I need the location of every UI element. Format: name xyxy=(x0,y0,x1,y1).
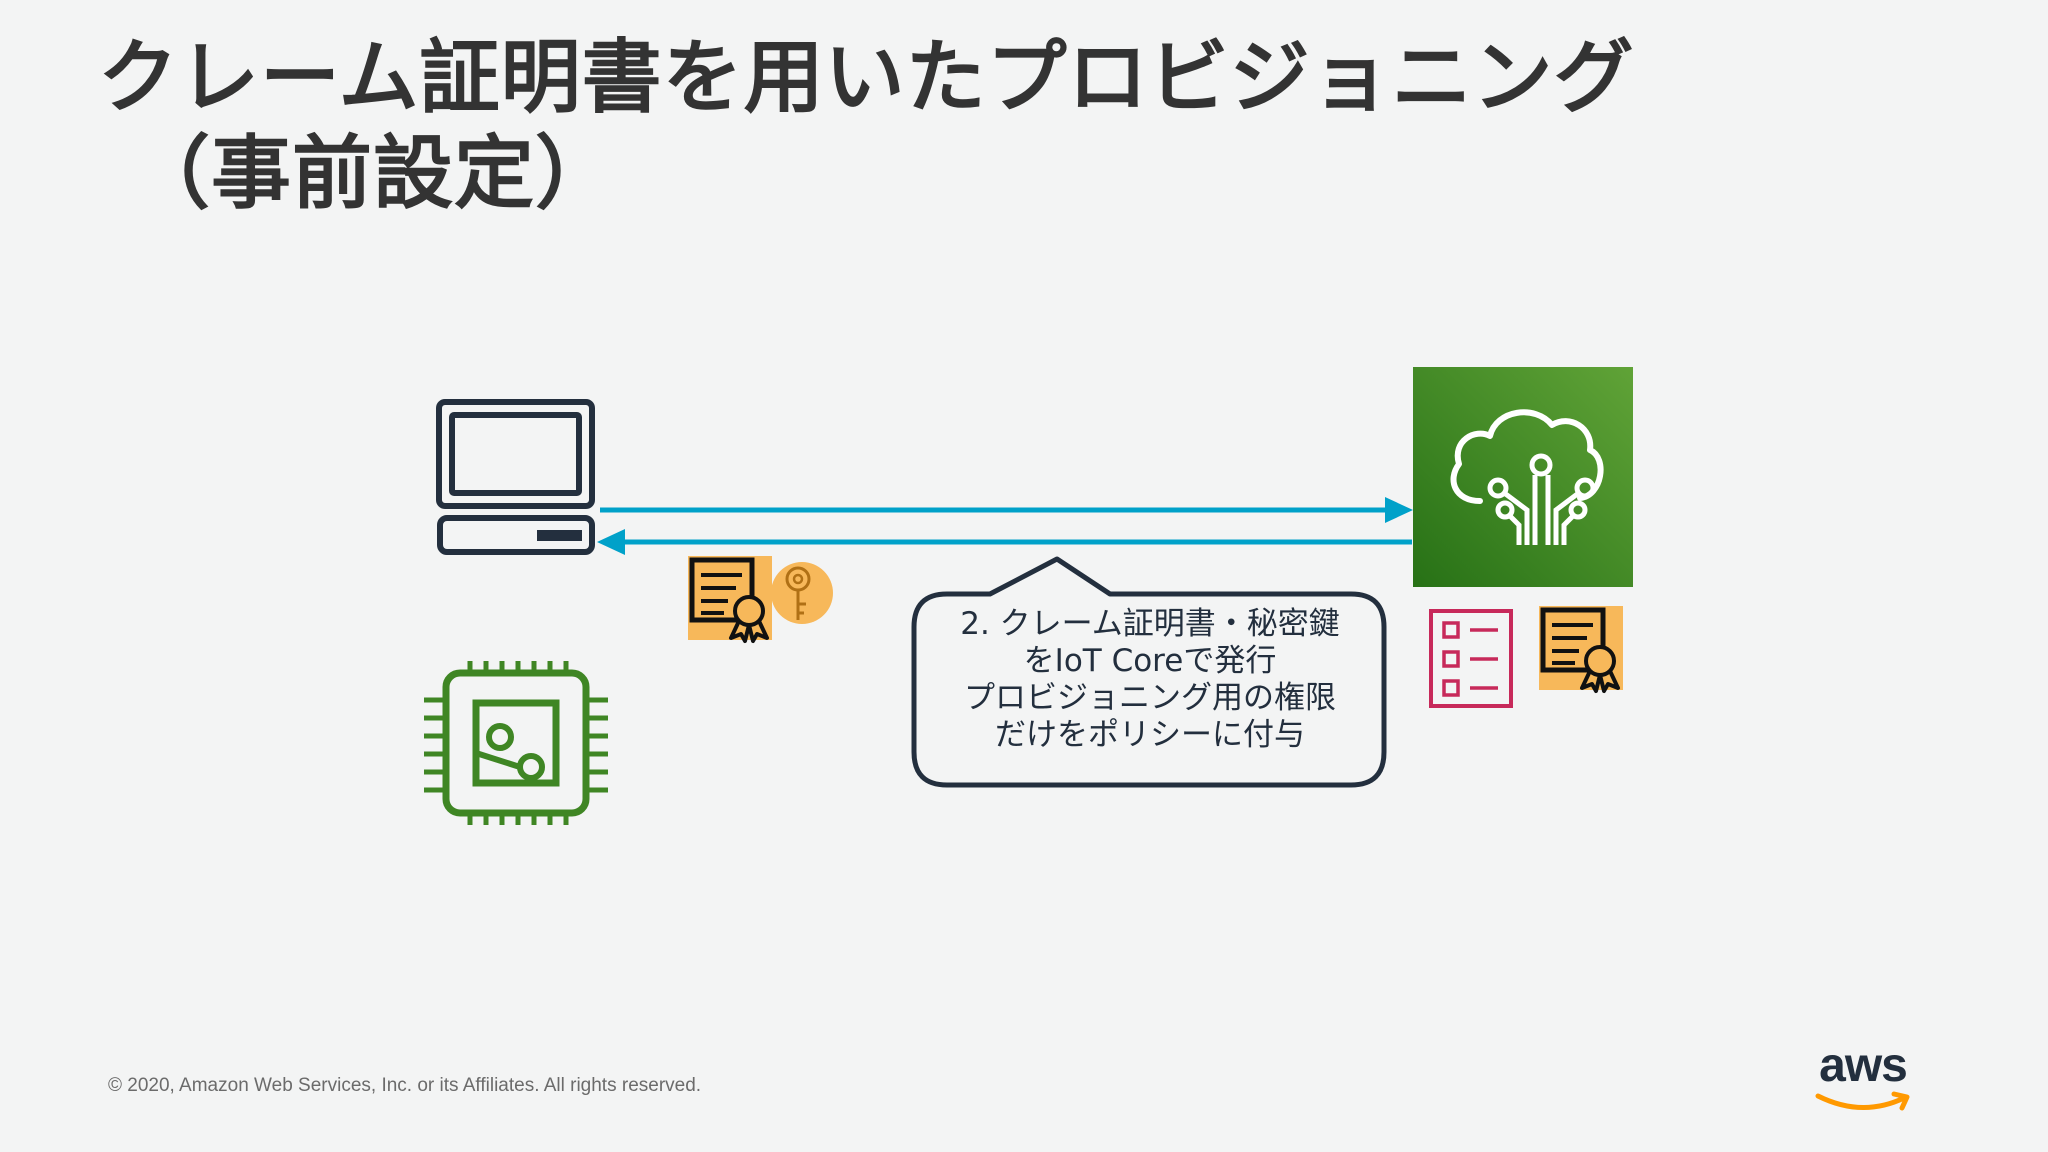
callout-line: をIoT Coreで発行 xyxy=(1023,643,1277,679)
callout-bubble xyxy=(911,556,1387,788)
response-arrow xyxy=(597,529,1412,555)
aws-logo: aws xyxy=(1808,1040,1918,1120)
laptop-icon xyxy=(436,399,595,555)
callout-line: 2. クレーム証明書・秘密鍵 xyxy=(960,606,1340,642)
callout-text: 2. クレーム証明書・秘密鍵 をIoT Coreで発行 プロビジョニング用の権限… xyxy=(918,606,1382,754)
certificate-icon xyxy=(1539,606,1623,693)
callout-line: だけをポリシーに付与 xyxy=(995,717,1305,753)
aws-smile-icon xyxy=(1815,1091,1910,1111)
request-arrow xyxy=(600,497,1413,523)
callout-line: プロビジョニング用の権限 xyxy=(964,680,1336,716)
private-key-icon xyxy=(771,562,833,624)
iot-core-cloud-icon xyxy=(1413,367,1633,587)
chip-icon xyxy=(424,661,608,825)
aws-logo-text: aws xyxy=(1819,1039,1908,1092)
certificate-icon xyxy=(688,556,772,643)
policy-list-icon xyxy=(1429,609,1513,708)
copyright-notice: © 2020, Amazon Web Services, Inc. or its… xyxy=(108,1075,702,1096)
slide-title-line-1: クレーム証明書を用いたプロビジョニング xyxy=(98,31,1635,124)
slide-title: クレーム証明書を用いたプロビジョニング （事前設定） xyxy=(98,30,1635,222)
slide-title-line-2: （事前設定） xyxy=(130,127,616,220)
